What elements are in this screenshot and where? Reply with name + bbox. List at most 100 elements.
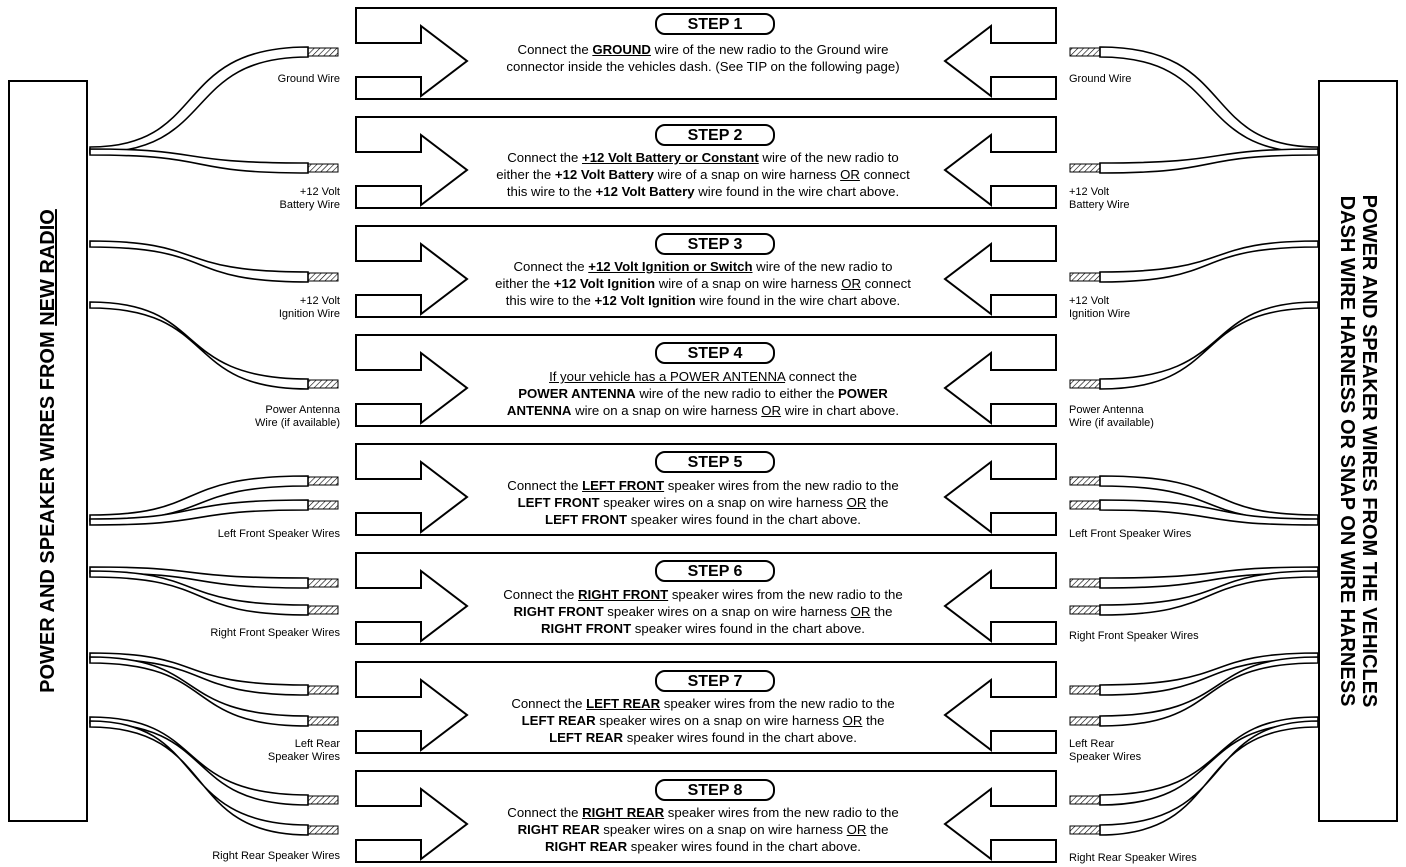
step-8-right-wire-1-bare-end bbox=[1069, 795, 1101, 805]
step-4-left-wire-1-bare-end bbox=[307, 379, 339, 389]
step-3-text: Connect the +12 Volt Ignition or Switch … bbox=[440, 258, 966, 309]
right-panel: POWER AND SPEAKER WIRES FROM THE VEHICLE… bbox=[1318, 80, 1398, 822]
step-4-line3: ANTENNA wire on a snap on wire harness O… bbox=[506, 403, 900, 418]
step-4-line1: If your vehicle has a POWER ANTENNA conn… bbox=[549, 369, 857, 384]
step-7-text: Connect the LEFT REAR speaker wires from… bbox=[440, 695, 966, 746]
step-4-left-wire-label: Power Antenna Wire (if available) bbox=[255, 404, 340, 429]
step-8-left-wire-label: Right Rear Speaker Wires bbox=[212, 850, 340, 862]
step-2-left-wire-1-bare-end bbox=[307, 163, 339, 173]
step-7-left-arrow bbox=[943, 677, 1057, 753]
step-6-left-wire-2-bare-end bbox=[307, 605, 339, 615]
step-8-line2: RIGHT REAR speaker wires on a snap on wi… bbox=[517, 822, 889, 837]
step-4-right-wire-label: Power Antenna Wire (if available) bbox=[1069, 404, 1154, 429]
step-8-right-wire-2-bare-end bbox=[1069, 825, 1101, 835]
step-1-line2: connector inside the vehicles dash. (See… bbox=[506, 59, 900, 74]
step-2-text: Connect the +12 Volt Battery or Constant… bbox=[440, 149, 966, 200]
step-4-text: If your vehicle has a POWER ANTENNA conn… bbox=[440, 368, 966, 419]
step-5-line3: LEFT FRONT speaker wires found in the ch… bbox=[545, 512, 861, 527]
step-2-title: STEP 2 bbox=[655, 124, 775, 146]
step-6-right-wire-1-insulation bbox=[1099, 566, 1319, 589]
step-5-right-wire-2-insulation bbox=[1099, 499, 1319, 526]
step-1-right-wire-1-bare-end bbox=[1069, 47, 1101, 57]
right-wire-bundle bbox=[1069, 46, 1319, 836]
step-2-left-wire-label: +12 Volt Battery Wire bbox=[279, 186, 340, 211]
step-7-right-wire-2-insulation bbox=[1099, 656, 1319, 727]
step-7-left-wire-2-bare-end bbox=[307, 716, 339, 726]
step-7-left-wire-1-insulation bbox=[89, 652, 309, 696]
step-2-left-wire-1-insulation bbox=[89, 148, 309, 174]
step-5-right-arrow bbox=[355, 459, 469, 535]
step-1-left-wire-1-bare-end bbox=[307, 47, 339, 57]
step-6-right-wire-2-insulation bbox=[1099, 570, 1319, 616]
step-1-left-wire-label: Ground Wire bbox=[277, 73, 340, 85]
step-3-right-wire-1-insulation bbox=[1099, 240, 1319, 283]
step-3-right-wire-1-bare-end bbox=[1069, 272, 1101, 282]
step-8-left-wire-1-bare-end bbox=[307, 795, 339, 805]
step-2-right-arrow bbox=[355, 132, 469, 208]
step-4-title: STEP 4 bbox=[655, 342, 775, 364]
step-7-title: STEP 7 bbox=[655, 670, 775, 692]
step-5-right-wire-1-bare-end bbox=[1069, 476, 1101, 486]
left-panel-title: POWER AND SPEAKER WIRES FROM NEW RADIO bbox=[37, 209, 59, 693]
step-8-right-wire-1-insulation bbox=[1099, 716, 1319, 806]
step-4-right-wire-1-insulation bbox=[1099, 301, 1319, 390]
step-5-right-wire-label: Left Front Speaker Wires bbox=[1069, 528, 1192, 540]
step-2-left-arrow bbox=[943, 132, 1057, 208]
step-8-left-wire-2-insulation bbox=[89, 720, 309, 836]
step-5-line1: Connect the LEFT FRONT speaker wires fro… bbox=[507, 478, 899, 493]
step-7-right-wire-2-bare-end bbox=[1069, 716, 1101, 726]
left-wire-bundle bbox=[89, 46, 339, 836]
step-2-line3: this wire to the +12 Volt Battery wire f… bbox=[506, 184, 900, 199]
step-7-line1: Connect the LEFT REAR speaker wires from… bbox=[511, 696, 895, 711]
step-3-left-wire-1-insulation bbox=[89, 240, 309, 283]
step-6-line2: RIGHT FRONT speaker wires on a snap on w… bbox=[513, 604, 893, 619]
step-5-text: Connect the LEFT FRONT speaker wires fro… bbox=[440, 477, 966, 528]
step-6-left-wire-2-insulation bbox=[89, 570, 309, 616]
step-2-line1: Connect the +12 Volt Battery or Constant… bbox=[507, 150, 899, 165]
step-6-line3: RIGHT FRONT speaker wires found in the c… bbox=[541, 621, 865, 636]
step-8-right-wire-label: Right Rear Speaker Wires bbox=[1069, 852, 1197, 864]
step-1-right-arrow bbox=[355, 23, 469, 99]
step-2-right-wire-1-bare-end bbox=[1069, 163, 1101, 173]
left-panel: POWER AND SPEAKER WIRES FROM NEW RADIO bbox=[8, 80, 88, 822]
step-1-left-arrow bbox=[943, 23, 1057, 99]
step-5-left-wire-label: Left Front Speaker Wires bbox=[217, 528, 340, 540]
step-5-line2: LEFT FRONT speaker wires on a snap on wi… bbox=[517, 495, 889, 510]
step-5-left-wire-1-bare-end bbox=[307, 476, 339, 486]
step-6-line1: Connect the RIGHT FRONT speaker wires fr… bbox=[503, 587, 903, 602]
step-6-left-wire-1-bare-end bbox=[307, 578, 339, 588]
step-3-title: STEP 3 bbox=[655, 233, 775, 255]
step-8-right-arrow bbox=[355, 786, 469, 862]
step-8-right-wire-2-insulation bbox=[1099, 720, 1319, 836]
step-3-right-arrow bbox=[355, 241, 469, 317]
step-8-left-arrow bbox=[943, 786, 1057, 862]
step-7-left-wire-1-bare-end bbox=[307, 685, 339, 695]
step-5-left-wire-2-insulation bbox=[89, 499, 309, 526]
step-5-right-wire-2-bare-end bbox=[1069, 500, 1101, 510]
step-3-line3: this wire to the +12 Volt Ignition wire … bbox=[505, 293, 901, 308]
step-7-right-wire-label: Left Rear Speaker Wires bbox=[1069, 738, 1142, 763]
step-5-title: STEP 5 bbox=[655, 451, 775, 473]
step-4-left-wire-1-insulation bbox=[89, 301, 309, 390]
step-5-left-wire-2-bare-end bbox=[307, 500, 339, 510]
step-8-text: Connect the RIGHT REAR speaker wires fro… bbox=[440, 804, 966, 855]
step-7-left-wire-label: Left Rear Speaker Wires bbox=[267, 738, 340, 763]
step-2-right-wire-1-insulation bbox=[1099, 148, 1319, 174]
step-6-right-arrow bbox=[355, 568, 469, 644]
step-8-left-wire-2-bare-end bbox=[307, 825, 339, 835]
step-6-left-wire-label: Right Front Speaker Wires bbox=[210, 627, 340, 639]
step-3-left-wire-1-bare-end bbox=[307, 272, 339, 282]
step-6-left-arrow bbox=[943, 568, 1057, 644]
step-1-text: Connect the GROUND wire of the new radio… bbox=[440, 41, 966, 75]
step-1-right-wire-1-insulation bbox=[1099, 46, 1319, 154]
step-7-right-wire-1-insulation bbox=[1099, 652, 1319, 696]
step-4-line2: POWER ANTENNA wire of the new radio to e… bbox=[518, 386, 888, 401]
step-2-right-wire-label: +12 Volt Battery Wire bbox=[1069, 186, 1130, 211]
step-6-right-wire-label: Right Front Speaker Wires bbox=[1069, 630, 1199, 642]
step-4-right-wire-1-bare-end bbox=[1069, 379, 1101, 389]
step-6-right-wire-2-bare-end bbox=[1069, 605, 1101, 615]
step-8-title: STEP 8 bbox=[655, 779, 775, 801]
step-1-line1: Connect the GROUND wire of the new radio… bbox=[517, 42, 889, 57]
step-3-left-arrow bbox=[943, 241, 1057, 317]
step-6-title: STEP 6 bbox=[655, 560, 775, 582]
